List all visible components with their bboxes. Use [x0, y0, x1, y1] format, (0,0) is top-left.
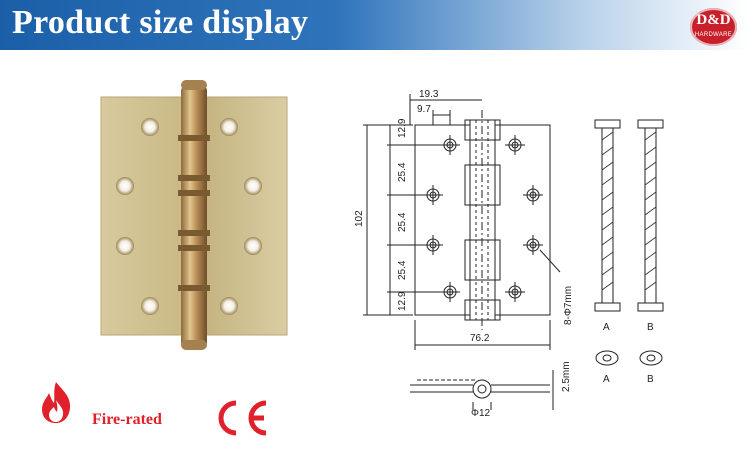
hinge-photo [100, 80, 288, 350]
pin-a-label: A [603, 322, 610, 333]
logo-sub-text: HARDWARE [694, 32, 733, 38]
dim-9-7-label: 9.7 [417, 104, 431, 115]
thickness-dim-label: 2.5mm [561, 361, 572, 392]
bearing-b-label: B [647, 374, 654, 385]
fire-rated-label: Fire-rated [92, 411, 162, 428]
width-dim-label: 76.2 [470, 333, 490, 344]
knuckle-diameter-label: Φ12 [471, 408, 491, 419]
fire-icon [42, 382, 71, 423]
holes-spec-label: 8-Φ7mm [563, 286, 574, 325]
logo-main-text: D&D [696, 12, 731, 28]
dim-12-9-top-label: 12.9 [397, 118, 408, 138]
page-title: Product size display [12, 4, 309, 41]
technical-drawing: 19.3 9.7 102 12.9 25.4 25.4 25.4 12.9 8-… [355, 89, 664, 419]
hinge-screw-holes [116, 118, 262, 315]
drawing-holes [423, 135, 543, 302]
ce-mark-icon [218, 400, 267, 436]
dim-102-label: 102 [355, 210, 365, 227]
brand-logo: D&D HARDWARE [690, 8, 737, 46]
pin-b-label: B [647, 322, 654, 333]
bearing-a-label: A [603, 374, 610, 385]
header-banner: Product size display D&D HARDWARE [0, 0, 750, 50]
hinge-knuckle [178, 80, 210, 350]
dim-19-3-label: 19.3 [419, 89, 439, 100]
dim-25-4-a-label: 25.4 [397, 162, 408, 182]
dim-25-4-c-label: 25.4 [397, 260, 408, 280]
dim-12-9-bottom-label: 12.9 [397, 291, 408, 311]
dim-25-4-b-label: 25.4 [397, 212, 408, 232]
